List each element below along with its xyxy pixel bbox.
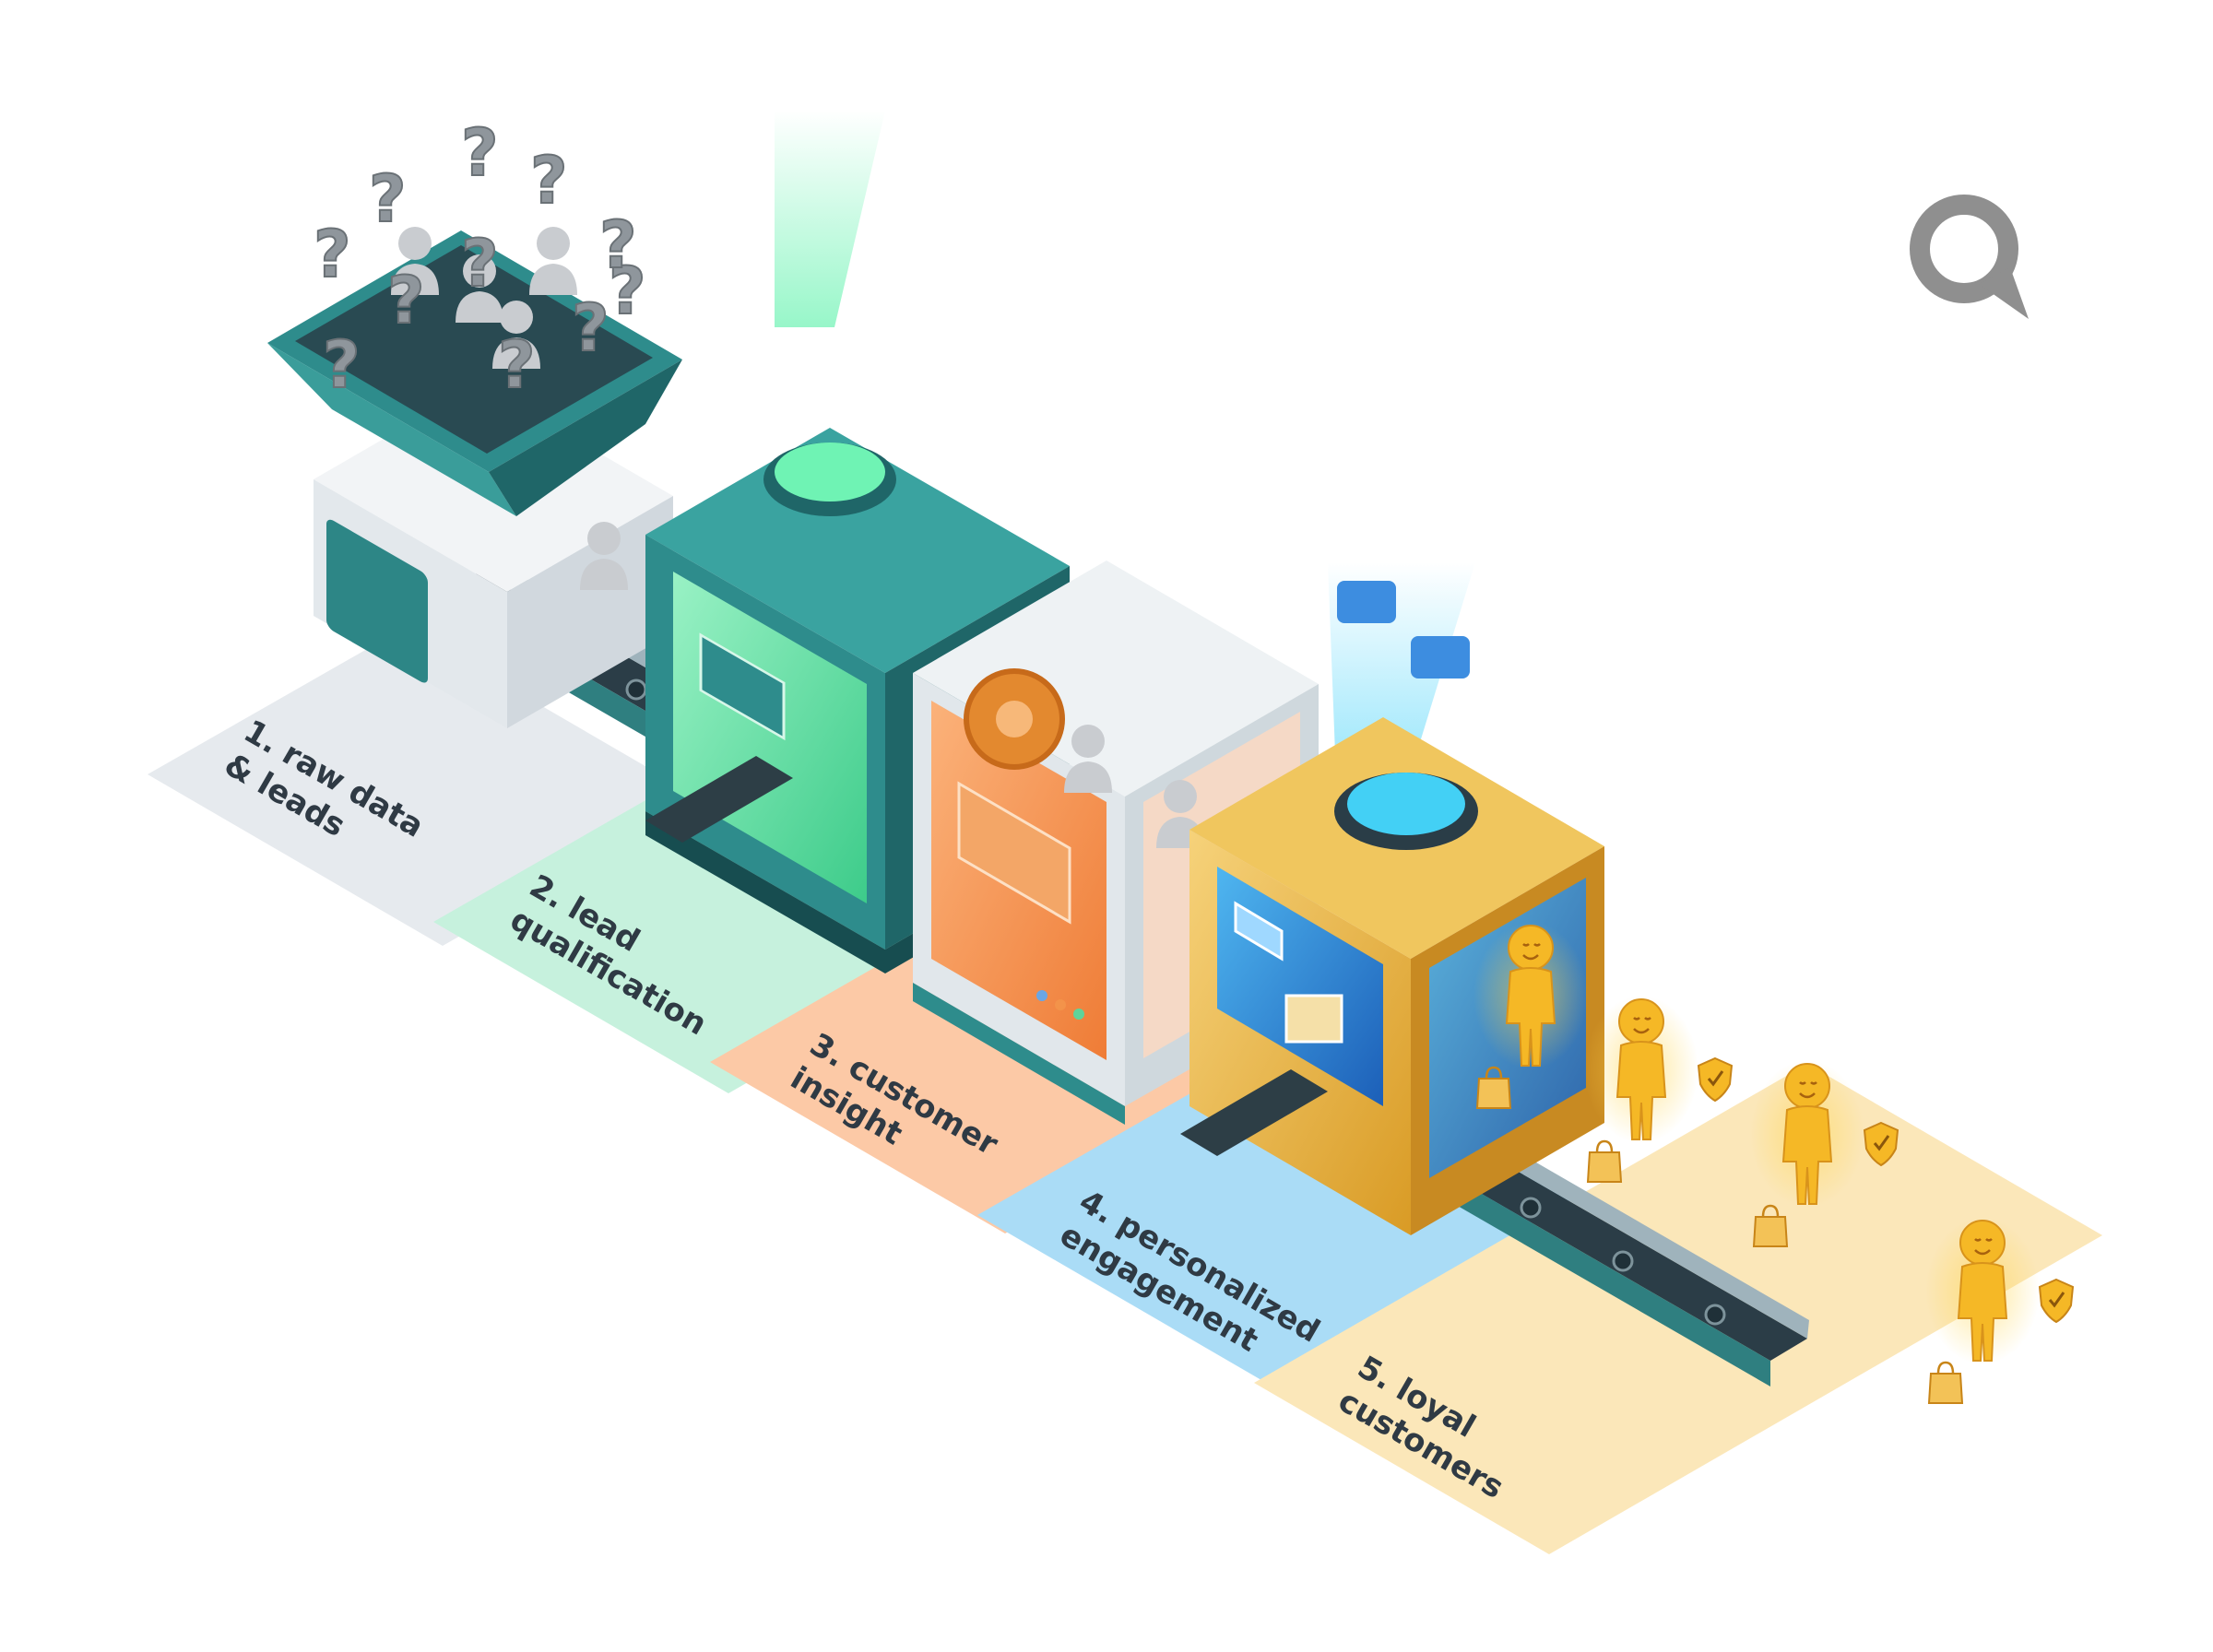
question-marks-hopper — [267, 114, 682, 728]
magnifier-logo-icon — [1910, 195, 2029, 319]
engagement-gift-machine — [1180, 562, 1604, 1235]
